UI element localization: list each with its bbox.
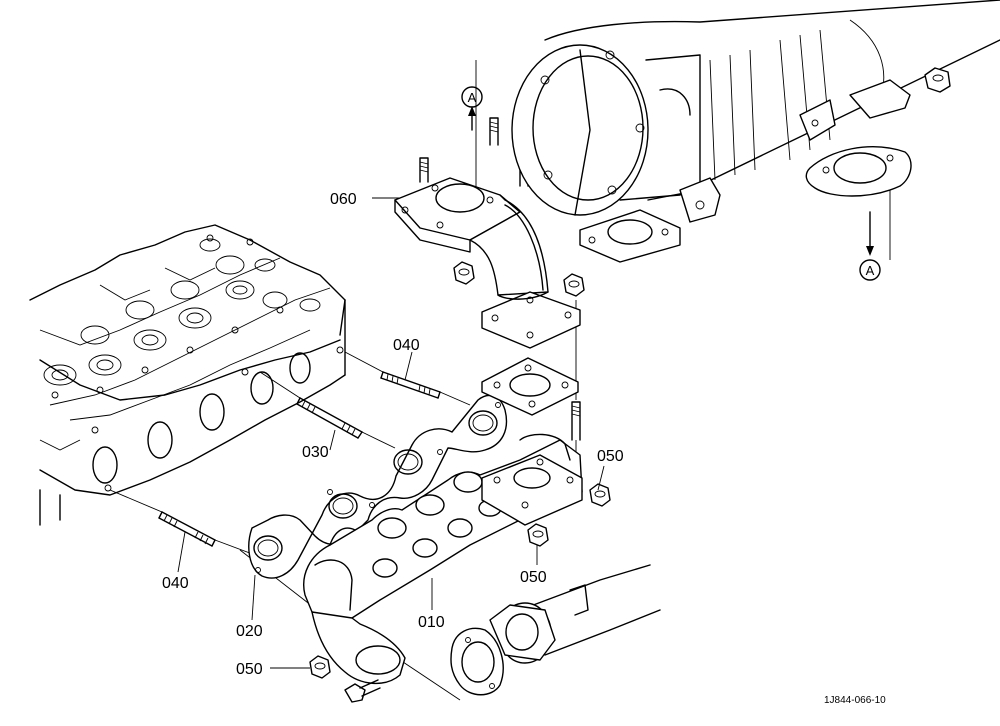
callout-050-lower: 050 — [236, 661, 263, 678]
nut-050-right — [589, 483, 611, 507]
callout-040-lower: 040 — [162, 575, 189, 592]
callout-050-right: 050 — [597, 448, 624, 465]
callout-060: 060 — [330, 191, 357, 208]
callout-040-upper: 040 — [393, 337, 420, 354]
reference-arrow-a-upper: A — [461, 86, 483, 131]
callout-030: 030 — [302, 444, 329, 461]
reference-arrow-a-lower: A — [859, 211, 881, 281]
exhaust-manifold-010 — [303, 433, 583, 685]
ref-label-a2: A — [866, 263, 875, 278]
nut-060-left — [453, 261, 475, 285]
ref-label-a1: A — [468, 90, 477, 105]
callout-010: 010 — [418, 614, 445, 631]
stud-bolt-040-upper — [380, 371, 441, 399]
callout-leaders — [177, 197, 605, 669]
stud-bolt-030 — [296, 397, 363, 439]
nut-050-lower — [309, 655, 331, 679]
exhaust-elbow-060 — [394, 177, 581, 349]
tailpipe-assembly — [450, 564, 661, 696]
nut-050-middle — [527, 523, 549, 547]
flange-gasket — [481, 357, 579, 416]
muffler-assembly — [511, 0, 1000, 263]
bolt-lower — [344, 679, 381, 703]
outlet-gasket — [805, 146, 912, 197]
figure-id: 1J844-066-10 — [824, 695, 886, 706]
callout-050-middle: 050 — [520, 569, 547, 586]
callout-020: 020 — [236, 623, 263, 640]
stud-bolt-040-lower — [158, 511, 216, 547]
cylinder-head — [29, 224, 346, 526]
nut-060-right — [563, 273, 585, 297]
